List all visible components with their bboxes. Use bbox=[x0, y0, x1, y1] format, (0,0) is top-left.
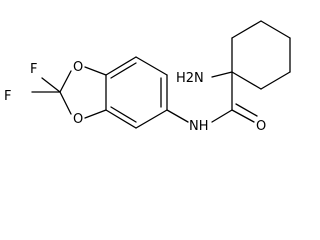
bond-benzene-5 bbox=[105, 109, 137, 129]
bond-dioxole-3 bbox=[59, 70, 72, 93]
bond-benzene-inner-2 bbox=[110, 62, 137, 79]
fluorine-bottom-label: F bbox=[4, 89, 11, 104]
bond-nh-aryl bbox=[166, 109, 189, 123]
bond-carbonyl-double-2 bbox=[235, 103, 258, 117]
chemical-structure: H2N NH O O O F F bbox=[4, 20, 291, 134]
bonds bbox=[31, 20, 291, 129]
carbonyl-oxygen-label: O bbox=[256, 119, 266, 134]
bond-benzene-3 bbox=[105, 56, 137, 76]
atom-labels: H2N NH O O O F F bbox=[4, 60, 266, 134]
bond-cyclohexane-3 bbox=[260, 20, 291, 39]
bond-benzene-6 bbox=[135, 109, 168, 129]
amine-label: H2N bbox=[176, 71, 204, 86]
fluorine-top-label: F bbox=[30, 62, 37, 77]
amide-nh-label: NH bbox=[189, 119, 209, 134]
bond-dioxole-4 bbox=[59, 91, 72, 115]
bond-c-f-top bbox=[41, 77, 61, 93]
bond-c-nh2 bbox=[211, 71, 233, 78]
bond-cyclohexane-6 bbox=[231, 71, 262, 90]
bond-cyclohexane-2 bbox=[231, 20, 262, 39]
bond-carbonyl-double-1 bbox=[231, 109, 255, 123]
bond-cyclohexane-5 bbox=[260, 71, 291, 90]
ring-oxygen-top-label: O bbox=[73, 60, 83, 75]
bond-dioxole-2 bbox=[84, 109, 107, 119]
bond-carbonyl-nh bbox=[211, 109, 233, 123]
bond-benzene-2 bbox=[135, 56, 168, 76]
bond-benzene-inner-3 bbox=[110, 106, 137, 123]
ring-oxygen-bottom-label: O bbox=[73, 112, 83, 127]
bond-dioxole-1 bbox=[84, 66, 107, 76]
